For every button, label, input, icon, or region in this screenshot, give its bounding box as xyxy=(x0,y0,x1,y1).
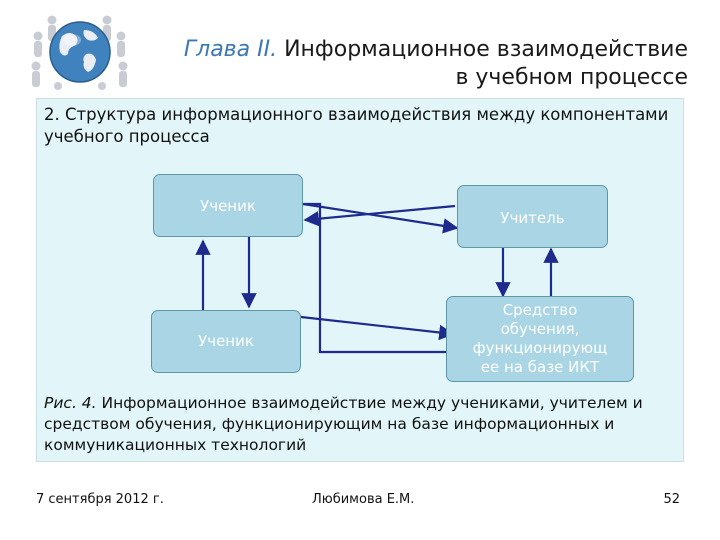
arrow-student-to-teacher xyxy=(302,202,459,234)
chapter-label: Глава II. xyxy=(183,37,278,62)
node-teacher: Учитель xyxy=(457,185,608,248)
connector-students-ict xyxy=(303,202,455,354)
node-student-top: Ученик xyxy=(153,174,303,237)
node-label: Учитель xyxy=(500,209,565,227)
figure-caption-text: Информационное взаимодействие между учен… xyxy=(44,394,643,454)
title-line-2: в учебном процессе xyxy=(455,65,688,90)
node-label: Средство обучения, функционирующ ее на б… xyxy=(472,301,608,376)
globe-people-logo xyxy=(31,15,128,90)
figure-caption: Рис. 4. Информационное взаимодействие ме… xyxy=(44,393,674,456)
content-panel xyxy=(36,98,684,462)
figure-label: Рис. 4. xyxy=(44,394,97,412)
node-label: Ученик xyxy=(200,197,256,215)
node-student-bottom: Ученик xyxy=(151,310,301,373)
page-title: Глава II. Информационное взаимодействие … xyxy=(128,36,688,92)
arrow-teacher-to-student xyxy=(303,204,456,227)
footer-author: Любимова Е.М. xyxy=(312,492,415,507)
footer-page-number: 52 xyxy=(663,492,680,507)
node-label: Ученик xyxy=(198,332,254,350)
footer-date: 7 сентября 2012 г. xyxy=(36,492,164,507)
section-subtitle: 2. Структура информационного взаимодейст… xyxy=(44,105,669,146)
title-line-1: Информационное взаимодействие xyxy=(284,37,688,62)
node-ict-means: Средство обучения, функционирующ ее на б… xyxy=(446,296,634,382)
arrow-student-to-ict xyxy=(300,315,455,341)
